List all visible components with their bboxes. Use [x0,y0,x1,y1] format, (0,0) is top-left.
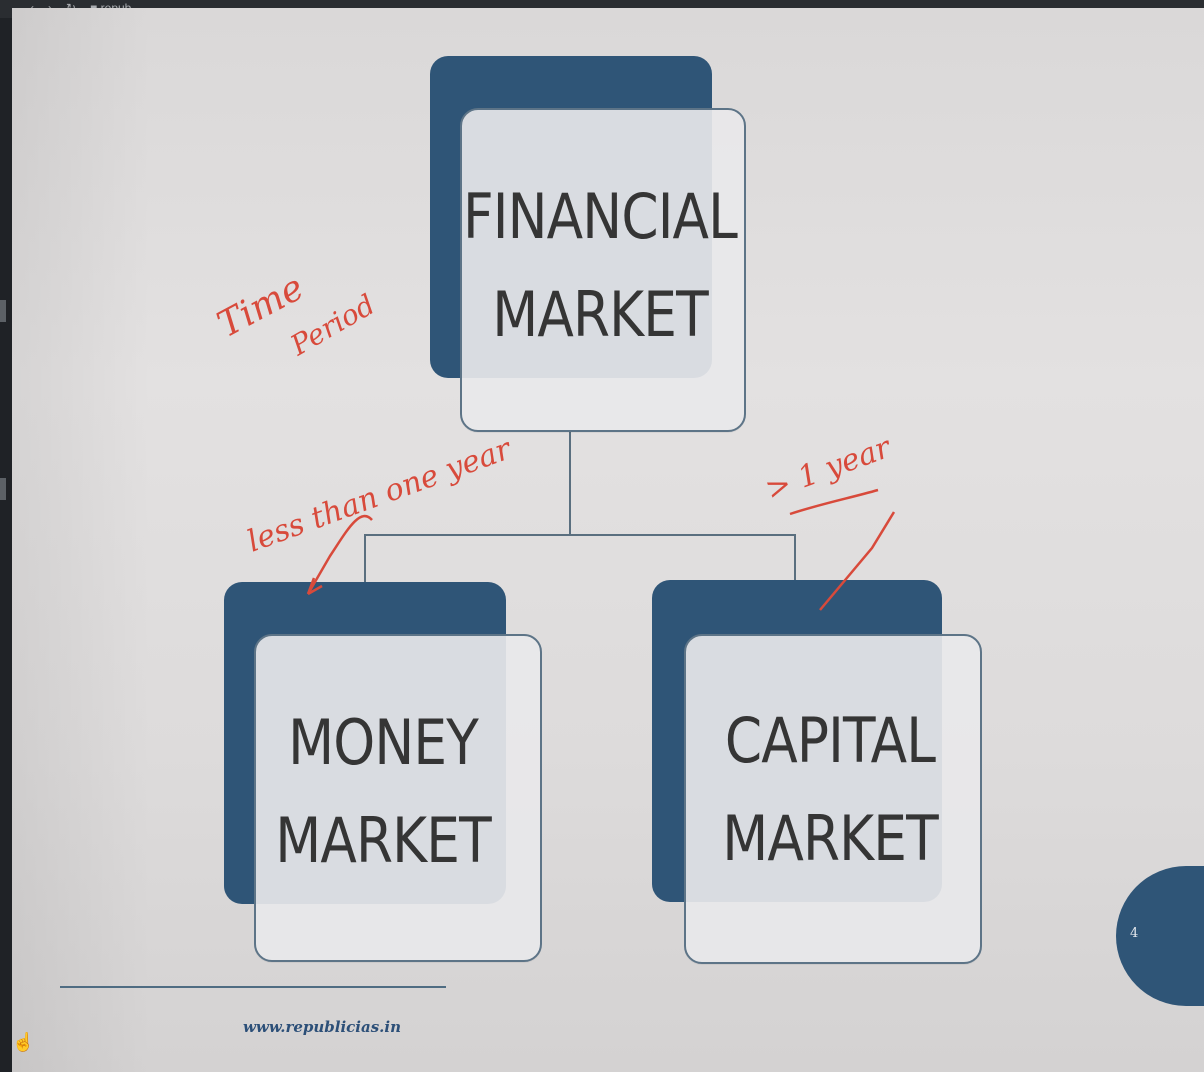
connector-right [794,534,796,582]
hand-pointer-icon: ☝ [12,1032,35,1052]
page-number-badge: 4 [1116,866,1204,1006]
side-edge-mark [0,478,6,500]
node-financial-market-label: FINANCIAL MARKET [462,180,738,351]
connector-horizontal [364,534,796,536]
footer-url[interactable]: www.republicias.in [243,1018,401,1036]
footer-rule [60,986,446,988]
connector-vertical [569,432,571,536]
node-money-market-label: MONEY MARKET [275,706,491,877]
side-edge-mark [0,300,6,322]
node-capital-market-label: CAPITAL MARKET [722,704,938,875]
connector-left [364,534,366,582]
page-number: 4 [1130,926,1139,941]
slide: FINANCIAL MARKET MONEY MARKET CAPITAL MA… [12,8,1204,1072]
